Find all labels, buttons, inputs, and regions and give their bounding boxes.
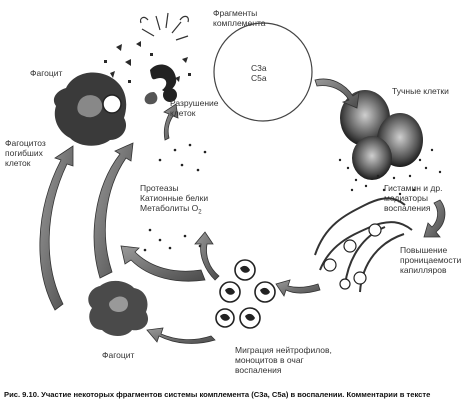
- arrow-to-bottom-phagocyte: [146, 327, 216, 344]
- label-phagocytosis: Фагоцитоз погибших клеток: [5, 138, 46, 168]
- neutrophil-nuclei: [220, 265, 270, 321]
- complement-fragments-burst: [139, 12, 189, 41]
- label-proteases: Протеазы Катионные белки Метаболиты O2: [140, 183, 208, 218]
- label-neutrophil-migration: Миграция нейтрофилов, моноцитов в очаг в…: [235, 345, 332, 375]
- label-cell-destruction: Разрушение клеток: [170, 98, 219, 118]
- label-histamine-mediators: Гистамин и др. медиаторы воспаления: [384, 183, 443, 213]
- label-vascular-permeability: Повышение проницаемости капилляров: [400, 245, 462, 275]
- label-complement-fragments: Фрагменты комплемента: [213, 8, 266, 28]
- phagocyte-bottom-cell: [88, 280, 149, 336]
- arrow-phagocytosis-inner: [93, 142, 134, 279]
- protease-dots: [143, 143, 207, 252]
- cycle-arrows: [39, 78, 446, 344]
- arrow-to-neutrophils: [275, 279, 321, 297]
- arrow-central: [120, 245, 206, 282]
- vessel-cells: [323, 223, 382, 290]
- arrow-to-proteases: [194, 231, 220, 281]
- label-phagocyte-top: Фагоцит: [30, 68, 63, 78]
- destroyed-cell: [144, 64, 177, 105]
- fragment-pieces: [104, 41, 191, 83]
- label-c3a: С3а: [251, 63, 267, 73]
- histamine-granules: [338, 148, 442, 196]
- arrow-to-mast-cells: [314, 78, 360, 109]
- arrow-to-destruction: [163, 103, 179, 141]
- label-mast-cells: Тучные клетки: [392, 86, 449, 96]
- arrow-to-capillaries: [423, 199, 446, 238]
- arrow-phagocytosis-outer: [39, 145, 74, 311]
- complement-circle: [213, 22, 313, 122]
- label-phagocyte-bottom: Фагоцит: [102, 350, 135, 360]
- label-proteases-subscript: 2: [198, 209, 202, 216]
- figure-caption: Рис. 9.10. Участие некоторых фрагментов …: [4, 390, 431, 399]
- phagocyte-top-cell: [53, 72, 127, 146]
- label-c5a: С5а: [251, 73, 267, 83]
- label-proteases-text: Протеазы Катионные белки Метаболиты O: [140, 183, 209, 213]
